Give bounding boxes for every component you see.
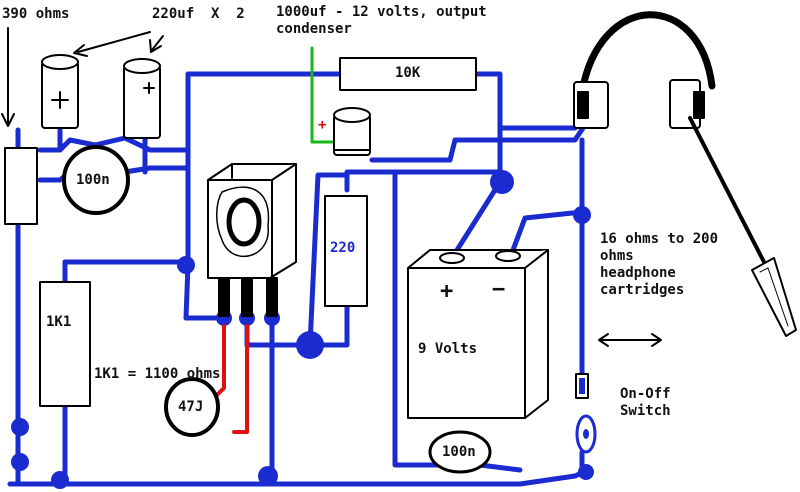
double-arrow-left-head: [598, 333, 609, 347]
junction-dot: [296, 331, 324, 359]
junction-dot: [51, 471, 69, 489]
label-47j: 47J: [178, 399, 204, 415]
label-cap-plus: +: [318, 117, 327, 133]
output-capacitor: [333, 107, 371, 156]
label-battery-plus: +: [440, 279, 454, 304]
arrow-cap2: [151, 35, 164, 51]
arrow-390-head: [1, 113, 15, 127]
wire-batt-minus: [507, 209, 585, 261]
amplifier-chip-icon: [207, 163, 297, 317]
resistor-220: [324, 195, 368, 307]
ceramic-cap-100n-bottom: [428, 430, 492, 474]
red-wire-right: [232, 324, 249, 434]
wire-10k-right: [473, 71, 503, 185]
audio-jack-icon: [688, 116, 797, 337]
label-220uf-x2: 220uf X 2: [152, 6, 245, 22]
junction-dot: [11, 418, 29, 436]
label-390-ohms: 390 ohms: [2, 6, 70, 22]
label-battery-minus: −: [492, 277, 506, 302]
headphones-icon: [573, 11, 716, 129]
arrow-cap2-head: [149, 39, 162, 53]
junction-dot: [11, 453, 29, 471]
resistor-10k: [339, 57, 477, 91]
ceramic-cap-47j: [164, 377, 220, 437]
wire-mid-vertical: [183, 71, 191, 321]
wire-220-top: [344, 169, 503, 193]
label-100n-top: 100n: [76, 172, 110, 188]
label-on-off-switch: On-Off Switch: [620, 386, 671, 419]
wire-to-output-cap: [307, 172, 350, 348]
junction-dots: [11, 170, 594, 489]
resistor-390: [4, 147, 38, 225]
label-headphone-range: 16 ohms to 200 ohms headphone cartridges: [600, 231, 719, 298]
label-1k1-note: 1K1 = 1100 ohms: [94, 366, 221, 382]
electrolytic-cap-1: [41, 54, 79, 129]
label-220: 220: [330, 240, 356, 256]
wire-100n-bottom-left: [392, 169, 443, 468]
wire-100n-bottom-right: [477, 462, 523, 473]
wire-batt-plus: [449, 179, 503, 261]
label-10k: 10K: [395, 65, 421, 81]
label-100n-bottom: 100n: [442, 444, 476, 460]
double-arrow-right-head: [651, 333, 662, 347]
arrow-cap1-head: [73, 44, 88, 57]
battery-icon: [407, 249, 549, 419]
electrolytic-cap-2: [123, 58, 161, 139]
junction-dot: [177, 256, 195, 274]
switch-icon: [575, 373, 597, 454]
junction-dot: [490, 170, 514, 194]
wire-output-cap-right: [369, 122, 588, 163]
label-1000uf-output-condenser: 1000uf - 12 volts, output condenser: [276, 4, 487, 37]
resistor-1k1: [39, 281, 91, 407]
annotation-arrows: [1, 27, 662, 347]
label-9-volts: 9 Volts: [418, 341, 478, 357]
arrow-cap1: [77, 31, 151, 53]
blue-wires: [7, 71, 603, 487]
ground-rail: [7, 467, 591, 487]
ceramic-cap-100n-top: [62, 145, 130, 215]
junction-dot: [258, 466, 278, 486]
junction-dot: [573, 206, 591, 224]
junction-dot: [578, 464, 594, 480]
label-1k1: 1K1: [46, 314, 72, 330]
